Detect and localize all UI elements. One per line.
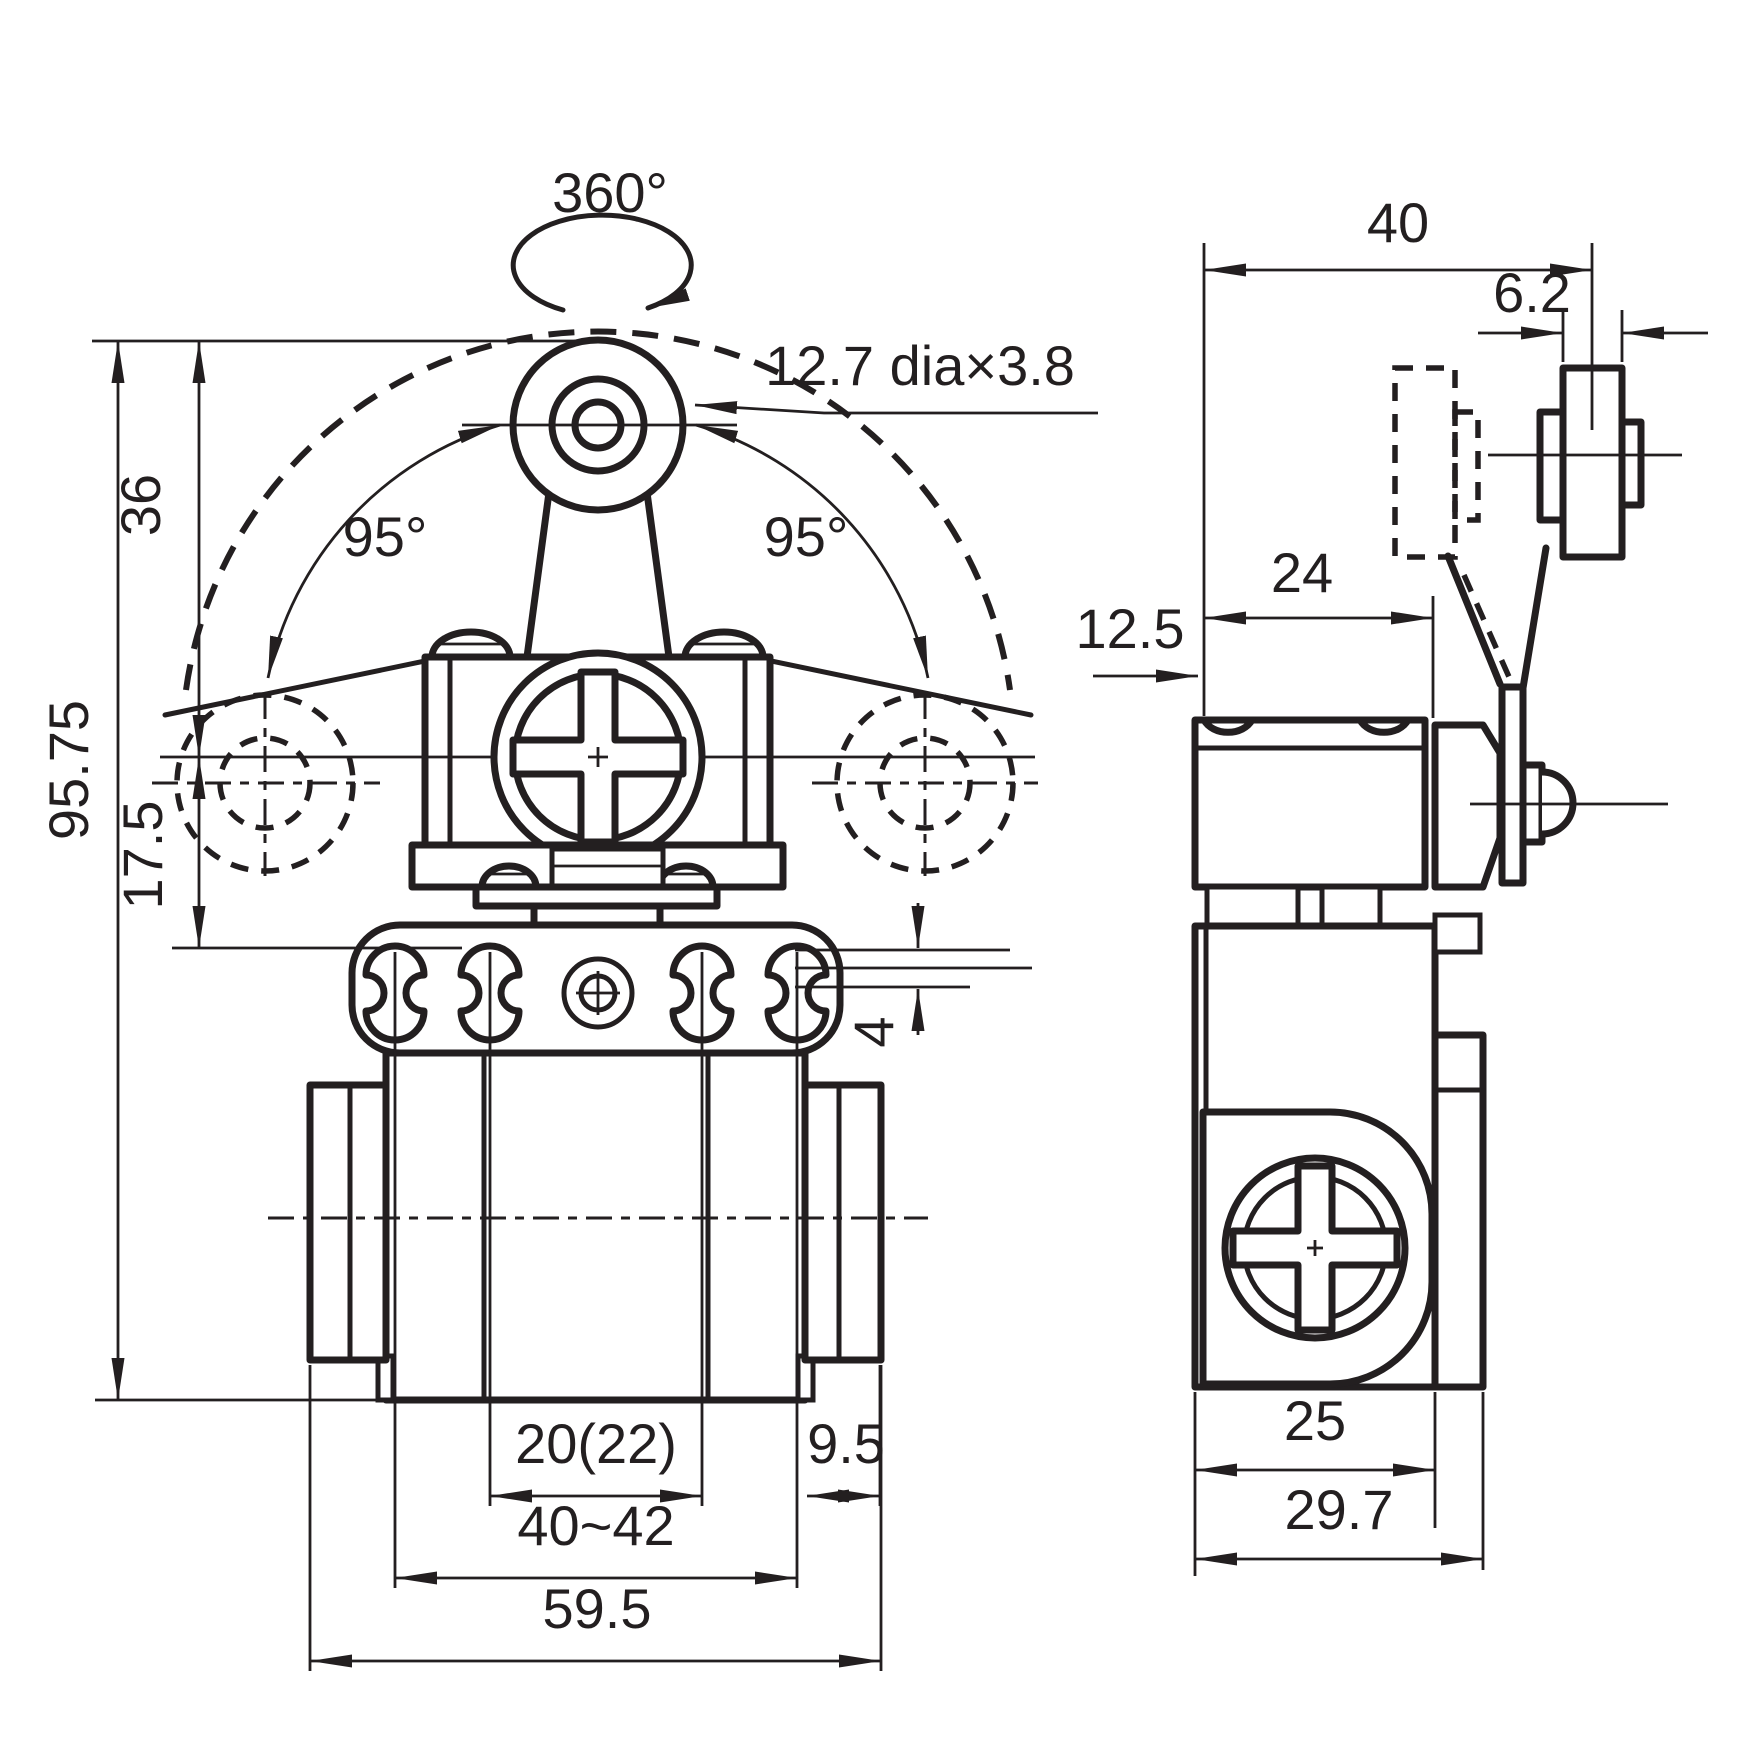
terminal-cover-edge bbox=[1431, 1031, 1487, 1391]
dim-head-depth: 24 bbox=[1204, 541, 1433, 625]
dim-overall-height-label: 95.75 bbox=[37, 700, 100, 840]
side-view: 40 6.2 24 12.5 25 29.7 bbox=[1076, 191, 1708, 1576]
rotation-label: 360° bbox=[552, 161, 668, 224]
dim-conduit-spacing: 20(22) bbox=[490, 1412, 702, 1503]
dim-conduit-spacing-label: 20(22) bbox=[515, 1412, 677, 1475]
front-reference-lines bbox=[92, 339, 1035, 1671]
sweep-path-dashed-arc bbox=[183, 328, 1013, 691]
dim-pivot-to-mount-label: 17.5 bbox=[111, 801, 174, 910]
dim-overall-width: 59.5 bbox=[310, 1577, 881, 1668]
dim-body-with-cover-label: 29.7 bbox=[1285, 1478, 1394, 1541]
dim-slot-thickness-label: 4 bbox=[842, 1016, 905, 1047]
cable-entry-left bbox=[306, 1081, 390, 1364]
phantom-lever-right-line bbox=[720, 648, 1034, 718]
switch-body-front bbox=[375, 1049, 816, 1404]
dim-hole-span: 40~42 bbox=[395, 1494, 797, 1585]
dim-roller-to-pivot-label: 36 bbox=[109, 474, 172, 536]
swing-arc-left bbox=[266, 423, 501, 679]
phantom-roller-right bbox=[812, 692, 1038, 876]
lever-pivot-hub bbox=[490, 649, 706, 865]
dim-hole-span-label: 40~42 bbox=[517, 1494, 674, 1557]
dim-overall-width-label: 59.5 bbox=[543, 1577, 652, 1640]
side-reference-lines bbox=[1193, 243, 1682, 1576]
swing-left-label: 95° bbox=[343, 505, 428, 568]
dim-roller-to-pivot: 36 bbox=[109, 341, 206, 757]
dim-roller-thickness-label: 6.2 bbox=[1493, 261, 1571, 324]
dim-body-depth-label: 25 bbox=[1284, 1389, 1346, 1452]
mounting-flange bbox=[348, 921, 844, 1057]
swing-arc-right bbox=[695, 423, 930, 679]
dim-pivot-to-mount: 17.5 bbox=[111, 757, 206, 948]
dim-overall-depth-label: 40 bbox=[1367, 191, 1429, 254]
dim-lever-plane-offset: 12.5 bbox=[1076, 597, 1198, 683]
swing-right-label: 95° bbox=[764, 505, 849, 568]
dim-overall-height: 95.75 bbox=[37, 341, 125, 1400]
dim-side-offset-label: 9.5 bbox=[807, 1412, 885, 1475]
roller-size-label: 12.7 dia×3.8 bbox=[765, 334, 1075, 397]
phantom-roller-side bbox=[1392, 365, 1516, 688]
front-view: 12.7 dia×3.8 95.75 36 17.5 4 20(22) 9.5 bbox=[37, 161, 1098, 1671]
rotation-360-arrow bbox=[510, 212, 694, 313]
dim-lever-plane-offset-label: 12.5 bbox=[1076, 597, 1185, 660]
dim-body-depth: 25 bbox=[1195, 1389, 1435, 1477]
dim-slot-thickness: 4 bbox=[842, 903, 925, 1048]
head-base-plates bbox=[408, 841, 787, 929]
dim-roller-thickness: 6.2 bbox=[1478, 261, 1708, 340]
phantom-roller-left bbox=[152, 692, 380, 876]
roller-side bbox=[1536, 364, 1645, 561]
cable-entry-right bbox=[801, 1081, 885, 1364]
lever-side bbox=[1444, 544, 1550, 887]
dim-head-depth-label: 24 bbox=[1271, 541, 1333, 604]
roller-size-leader: 12.7 dia×3.8 bbox=[694, 334, 1098, 415]
dim-body-with-cover: 29.7 bbox=[1195, 1478, 1483, 1566]
switch-body-side bbox=[1191, 912, 1487, 1391]
dim-overall-depth: 40 bbox=[1204, 191, 1592, 277]
dim-side-offset: 9.5 bbox=[807, 1412, 885, 1503]
head-side bbox=[1191, 716, 1429, 929]
